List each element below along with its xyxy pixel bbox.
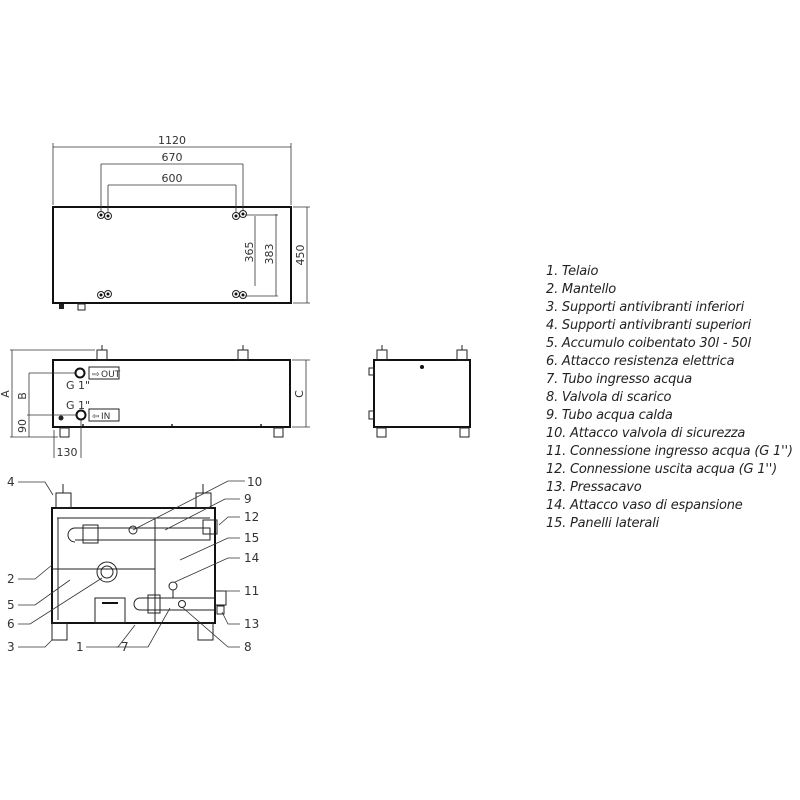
callout-5: 5 xyxy=(7,598,15,612)
out-arrow-icon: ⇨ xyxy=(92,370,100,380)
cable-gland xyxy=(59,304,64,309)
legend-item: 12. Connessione uscita acqua (G 1'') xyxy=(546,462,778,477)
callout-leaders xyxy=(18,480,245,648)
legend-item: 7. Tubo ingresso acqua xyxy=(546,372,692,387)
section-view: 4 10 9 12 15 14 11 13 8 7 1 3 6 5 2 xyxy=(7,475,262,654)
side-view xyxy=(368,345,471,438)
callout-8: 8 xyxy=(244,640,252,654)
in-connection xyxy=(75,409,87,421)
callout-15: 15 xyxy=(244,531,259,545)
callout-13: 13 xyxy=(244,617,259,631)
dim-383: 383 xyxy=(263,244,276,265)
legend-item: 6. Attacco resistenza elettrica xyxy=(546,354,735,369)
callout-7: 7 xyxy=(121,640,129,654)
dim-c: C xyxy=(293,390,306,398)
legend-item: 14. Attacco vaso di espansione xyxy=(546,498,743,513)
component-legend: 1. Telaio 2. Mantello 3. Supporti antivi… xyxy=(546,263,793,533)
safety-valve-port xyxy=(128,525,138,535)
dim-a: A xyxy=(0,390,12,398)
legend-item: 3. Supporti antivibranti inferiori xyxy=(546,300,745,315)
in-arrow-icon: ⇦ xyxy=(92,412,100,422)
dim-b: B xyxy=(16,392,29,400)
dim-365: 365 xyxy=(243,242,256,263)
callout-3: 3 xyxy=(7,640,15,654)
callout-12: 12 xyxy=(244,510,259,524)
section-frame xyxy=(51,507,216,624)
in-thread: G 1" xyxy=(66,399,90,412)
legend-item: 15. Panelli laterali xyxy=(546,516,660,531)
callout-4: 4 xyxy=(7,475,15,489)
legend-item: 9. Tubo acqua calda xyxy=(546,408,673,423)
out-connection xyxy=(74,367,86,379)
legend-item: 1. Telaio xyxy=(546,264,599,279)
legend-item: 5. Accumulo coibentato 30l - 50l xyxy=(546,336,751,351)
expansion-port xyxy=(168,581,178,591)
callout-2: 2 xyxy=(7,572,15,586)
support-bolts xyxy=(97,210,247,299)
out-label: OUT xyxy=(101,370,121,380)
top-view-body xyxy=(52,206,292,304)
callout-9: 9 xyxy=(244,492,252,506)
connector-box xyxy=(77,303,86,311)
side-view-body xyxy=(373,359,471,428)
legend-item: 10. Attacco valvola di sicurezza xyxy=(546,426,746,441)
dim-670: 670 xyxy=(162,151,183,164)
callout-10: 10 xyxy=(247,475,262,489)
dim-600: 600 xyxy=(162,172,183,185)
legend-item: 11. Connessione ingresso acqua (G 1'') xyxy=(546,444,793,459)
drain-valve xyxy=(178,600,186,608)
inlet-pipe xyxy=(133,597,216,611)
callout-6: 6 xyxy=(7,617,15,631)
out-thread: G 1" xyxy=(66,379,90,392)
callout-14: 14 xyxy=(244,551,259,565)
legend-item: 4. Supporti antivibranti superiori xyxy=(546,318,751,333)
callout-1: 1 xyxy=(76,640,84,654)
callout-11: 11 xyxy=(244,584,259,598)
hot-water-pipe xyxy=(67,527,211,543)
dim-90: 90 xyxy=(16,419,29,433)
dim-450: 450 xyxy=(294,245,307,266)
dim-130: 130 xyxy=(57,446,78,459)
top-view: 1120 670 600 365 383 450 xyxy=(52,134,310,311)
heater-port xyxy=(96,561,118,583)
legend-item: 8. Valvola di scarico xyxy=(546,390,672,405)
legend-item: 13. Pressacavo xyxy=(546,480,642,495)
front-view: A B 90 G 1" G 1" ⇨ OUT ⇦ IN 130 C xyxy=(0,345,310,459)
dim-1120: 1120 xyxy=(158,134,186,147)
callout-numbers: 4 10 9 12 15 14 11 13 8 7 1 3 6 5 2 xyxy=(7,475,262,654)
front-view-body xyxy=(52,359,291,428)
in-label: IN xyxy=(101,412,110,422)
legend-item: 2. Mantello xyxy=(546,282,617,297)
